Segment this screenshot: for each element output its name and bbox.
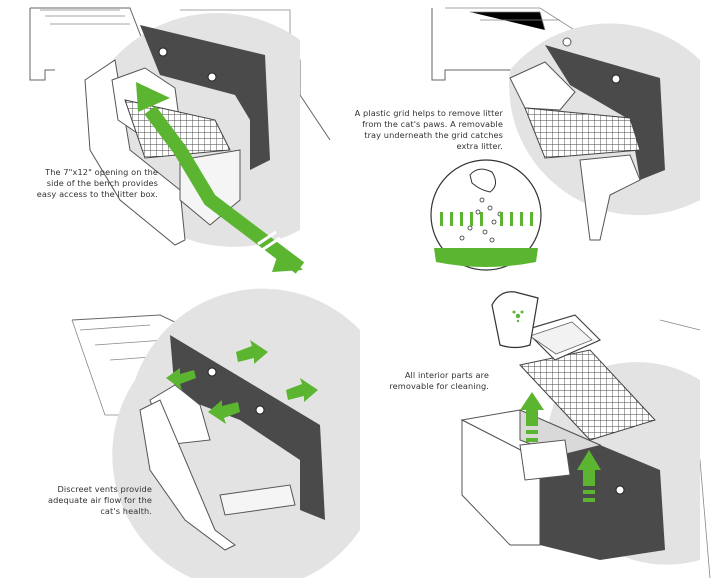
- caption-opening: The 7"x12" opening on the side of the be…: [36, 167, 158, 199]
- caption-grid: A plastic grid helps to remove litter fr…: [354, 108, 503, 151]
- panel-removable: [460, 291, 711, 578]
- litter-grid-2: [524, 107, 641, 159]
- caption-vents: Discreet vents provide adequate air flow…: [47, 484, 152, 516]
- litter-bag-icon: [491, 291, 539, 349]
- inner-wall: [140, 25, 270, 170]
- arrow-head-icon: [136, 82, 170, 112]
- panel-vents: [71, 288, 361, 578]
- access-arrow: [144, 105, 305, 274]
- magnifier: [430, 159, 542, 271]
- removal-arrows: [520, 392, 601, 502]
- vent-arrows: [166, 340, 318, 424]
- caption-removable: All interior parts are removable for cle…: [389, 370, 489, 391]
- panel-opening: [29, 7, 331, 274]
- panel-grid: [430, 7, 701, 271]
